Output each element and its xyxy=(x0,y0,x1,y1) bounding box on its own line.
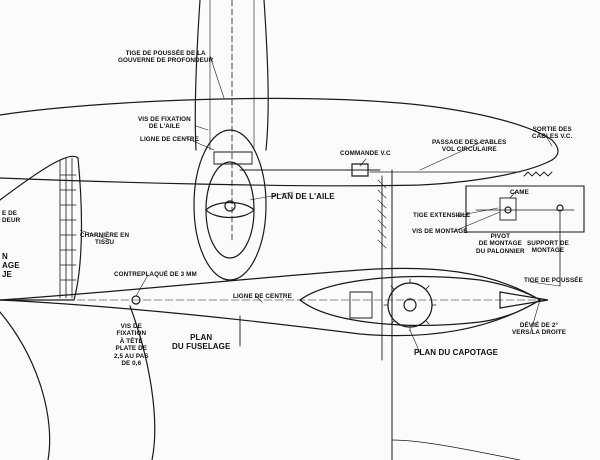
label-derive-fragment: E DE DEUR xyxy=(2,210,21,225)
wing-tip-zigzag xyxy=(523,171,553,177)
commande-vc-box xyxy=(351,163,369,177)
detail-screw-right xyxy=(556,204,564,212)
wing-lower-edge xyxy=(0,159,553,187)
label-plan-fuselage: PLAN DU FUSELAGE xyxy=(172,333,231,351)
detail-box xyxy=(465,185,585,233)
label-passage-cables: PASSAGE DES CABLES VOL CIRCULAIRE xyxy=(432,139,507,154)
bellcrank-plate xyxy=(213,151,253,165)
label-plan-capotage: PLAN DU CAPOTAGE xyxy=(414,348,499,357)
leader-lines xyxy=(79,55,561,354)
fuselage-oval-inner xyxy=(205,161,255,259)
vertical-cable-hatch xyxy=(377,179,387,249)
label-plan-fragment: N AGE JE xyxy=(2,252,20,279)
mount-screw-top xyxy=(224,200,236,212)
flywheel xyxy=(387,282,433,328)
label-tige-extensible: TIGE EXTENSIBLE xyxy=(413,212,471,219)
fuselage-side-upper xyxy=(0,267,541,301)
label-plan-aile: PLAN DE L'AILE xyxy=(271,192,335,201)
label-vis-montage: VIS DE MONTAGE xyxy=(412,228,468,235)
engine-mount xyxy=(349,291,373,319)
label-devie: DÉVIÉ DE 2° VERS LA DROITE xyxy=(512,322,566,337)
label-commande-vc: COMMANDE V.C xyxy=(340,150,391,157)
fin-lower-outline xyxy=(0,311,51,460)
fuselage-oval-cross xyxy=(205,201,255,219)
stab-left-edge xyxy=(194,0,201,151)
label-vis-fixation-aile: VIS DE FIXATION DE L'AILE xyxy=(138,116,191,131)
label-pivot-montage: PIVOT DE MONTAGE DU PALONNIER xyxy=(476,233,525,255)
stab-right-edge xyxy=(263,0,269,151)
wing-upper-edge xyxy=(0,97,553,141)
detail-pivot xyxy=(504,206,512,214)
label-sortie-cables: SORTIE DES CABLES V.C. xyxy=(532,126,573,141)
lower-right-panel-2 xyxy=(391,439,521,460)
label-tige-poussee-gouverne: TIGE DE POUSSÉE DE LA GOUVERNE DE PROFON… xyxy=(118,50,214,65)
label-support-montage: SUPPORT DE MONTAGE xyxy=(527,240,569,255)
fuselage-side-lower xyxy=(0,299,541,337)
label-tige-poussee-right: TIGE DE POUSSÉE xyxy=(524,277,583,284)
label-vis-fixation-tete: VIS DE FIXATION À TÊTE PLATE DE 2,5 AU P… xyxy=(114,323,149,368)
label-contreplaque: CONTREPLAQUÉ DE 3 mm xyxy=(114,271,197,278)
fin-hatch xyxy=(59,157,77,299)
wing-tip xyxy=(551,139,559,161)
fuselage-oval-outer xyxy=(193,129,267,281)
rudder-outline xyxy=(0,155,83,301)
label-ligne-centre-fuselage: LIGNE DE CENTRE xyxy=(233,293,292,300)
lower-curve xyxy=(129,305,156,460)
label-ligne-centre-top: LIGNE DE CENTRE xyxy=(140,136,199,143)
nose-spinner xyxy=(499,291,549,309)
flywheel-inner xyxy=(403,298,417,312)
detail-cam xyxy=(499,197,517,221)
label-came: CAME xyxy=(510,189,529,196)
label-charniere: CHARNIÈRE EN TISSU xyxy=(80,232,130,247)
stab-inner-lines xyxy=(209,0,255,151)
